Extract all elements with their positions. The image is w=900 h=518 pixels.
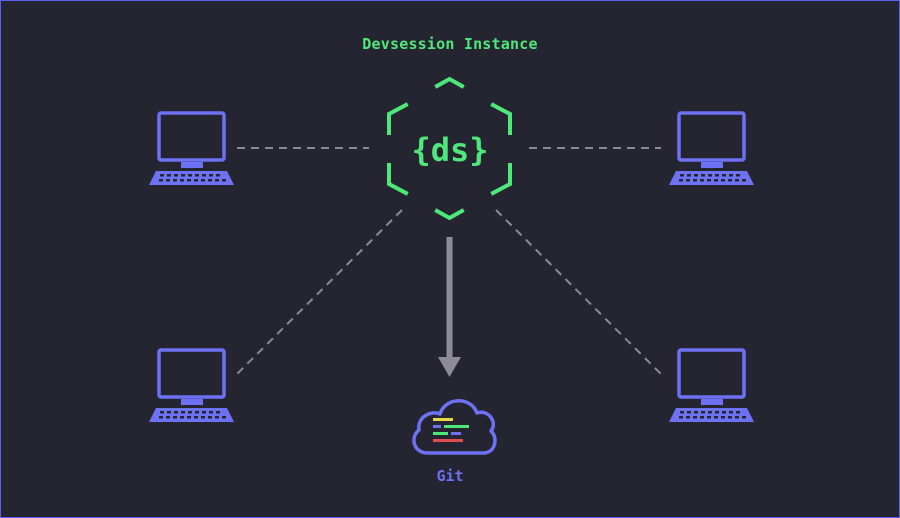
diagram-title: Devsession Instance	[362, 35, 538, 53]
link-hub-bottom-left	[233, 209, 403, 378]
link-hub-bottom-right	[495, 209, 665, 378]
devsession-logo: {ds}	[411, 131, 488, 169]
computer-icon	[667, 111, 756, 187]
cloud-git-icon	[412, 399, 497, 455]
computer-icon	[147, 111, 236, 187]
hexagon-icon	[387, 76, 512, 221]
git-label: Git	[436, 467, 464, 485]
computer-icon	[667, 348, 756, 424]
arrow-to-git	[438, 237, 461, 377]
computer-icon	[147, 348, 236, 424]
